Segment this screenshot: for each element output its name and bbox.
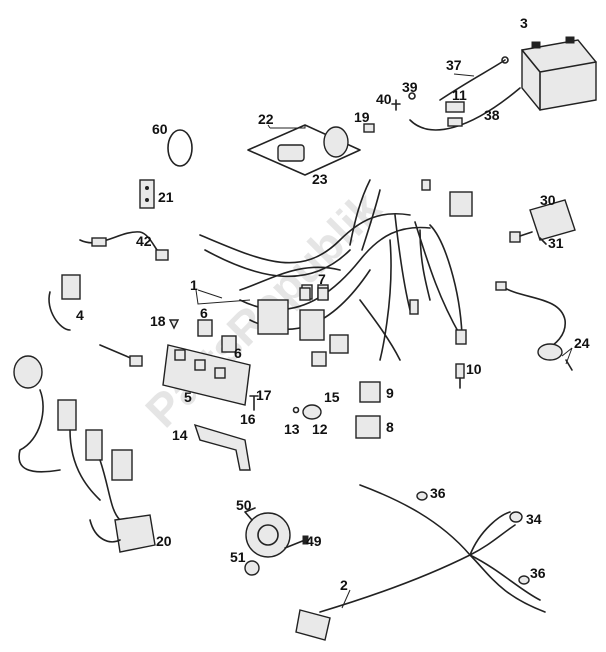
screw-49 [284, 535, 309, 549]
callout-23: 23 [312, 171, 328, 187]
callout-14: 14 [172, 427, 188, 443]
callout-6a: 6 [200, 305, 208, 321]
callout-12: 12 [312, 421, 328, 437]
screws-39-40 [363, 92, 416, 133]
callout-49: 49 [306, 533, 322, 549]
screw-16-17 [249, 395, 259, 411]
callout-30: 30 [540, 192, 556, 208]
switch-10 [455, 363, 465, 389]
callout-21: 21 [158, 189, 174, 205]
fuse-plate-5 [162, 319, 251, 406]
callout-39: 39 [402, 79, 418, 95]
handlebar-switch-assembly [13, 355, 156, 553]
connectors-7 [299, 287, 329, 301]
callout-38: 38 [484, 107, 500, 123]
bracket-14 [193, 423, 251, 471]
callout-13: 13 [284, 421, 300, 437]
callout-10: 10 [466, 361, 482, 377]
callout-18: 18 [150, 313, 166, 329]
callout-3: 3 [520, 15, 528, 31]
callout-40: 40 [376, 91, 392, 107]
callout-1: 1 [190, 277, 198, 293]
rear-harness-2 [295, 484, 546, 641]
callout-15: 15 [324, 389, 340, 405]
hose-clamp [167, 129, 193, 167]
callout-9: 9 [386, 385, 394, 401]
callouts: 1 2 3 4 5 6 7 8 9 10 11 12 13 14 15 16 1… [76, 15, 590, 593]
callout-2: 2 [340, 577, 348, 593]
callout-51: 51 [230, 549, 246, 565]
callout-36a: 36 [430, 485, 446, 501]
pickup-24 [495, 281, 573, 371]
horn-50 [244, 507, 291, 558]
callout-7: 7 [318, 271, 326, 287]
bushing-51 [244, 560, 260, 576]
grommet-12-15 [292, 404, 322, 420]
callout-60: 60 [152, 121, 168, 137]
callout-17: 17 [256, 387, 272, 403]
callout-19: 19 [354, 109, 370, 125]
callout-24: 24 [574, 335, 590, 351]
relay-8 [355, 415, 381, 439]
callout-11: 11 [452, 87, 467, 103]
battery [521, 36, 597, 111]
callout-20: 20 [156, 533, 172, 549]
callout-4: 4 [76, 307, 84, 323]
callout-8: 8 [386, 419, 394, 435]
callout-36b: 36 [530, 565, 546, 581]
callout-5: 5 [184, 389, 192, 405]
callout-42: 42 [136, 233, 152, 249]
regulator-30 [509, 199, 576, 245]
callout-16: 16 [240, 411, 256, 427]
callout-37: 37 [446, 57, 462, 73]
sensor-42 [79, 231, 169, 261]
leader-lines [195, 73, 573, 609]
battery-cables [409, 56, 521, 131]
relay-kit [247, 124, 361, 176]
bracket-21 [139, 179, 155, 209]
callout-6b: 6 [234, 345, 242, 361]
callout-22: 22 [258, 111, 274, 127]
callout-34: 34 [526, 511, 542, 527]
bracket-4 [48, 274, 143, 367]
callout-50: 50 [236, 497, 252, 513]
callout-31: 31 [548, 235, 564, 251]
relay-9 [359, 381, 381, 403]
